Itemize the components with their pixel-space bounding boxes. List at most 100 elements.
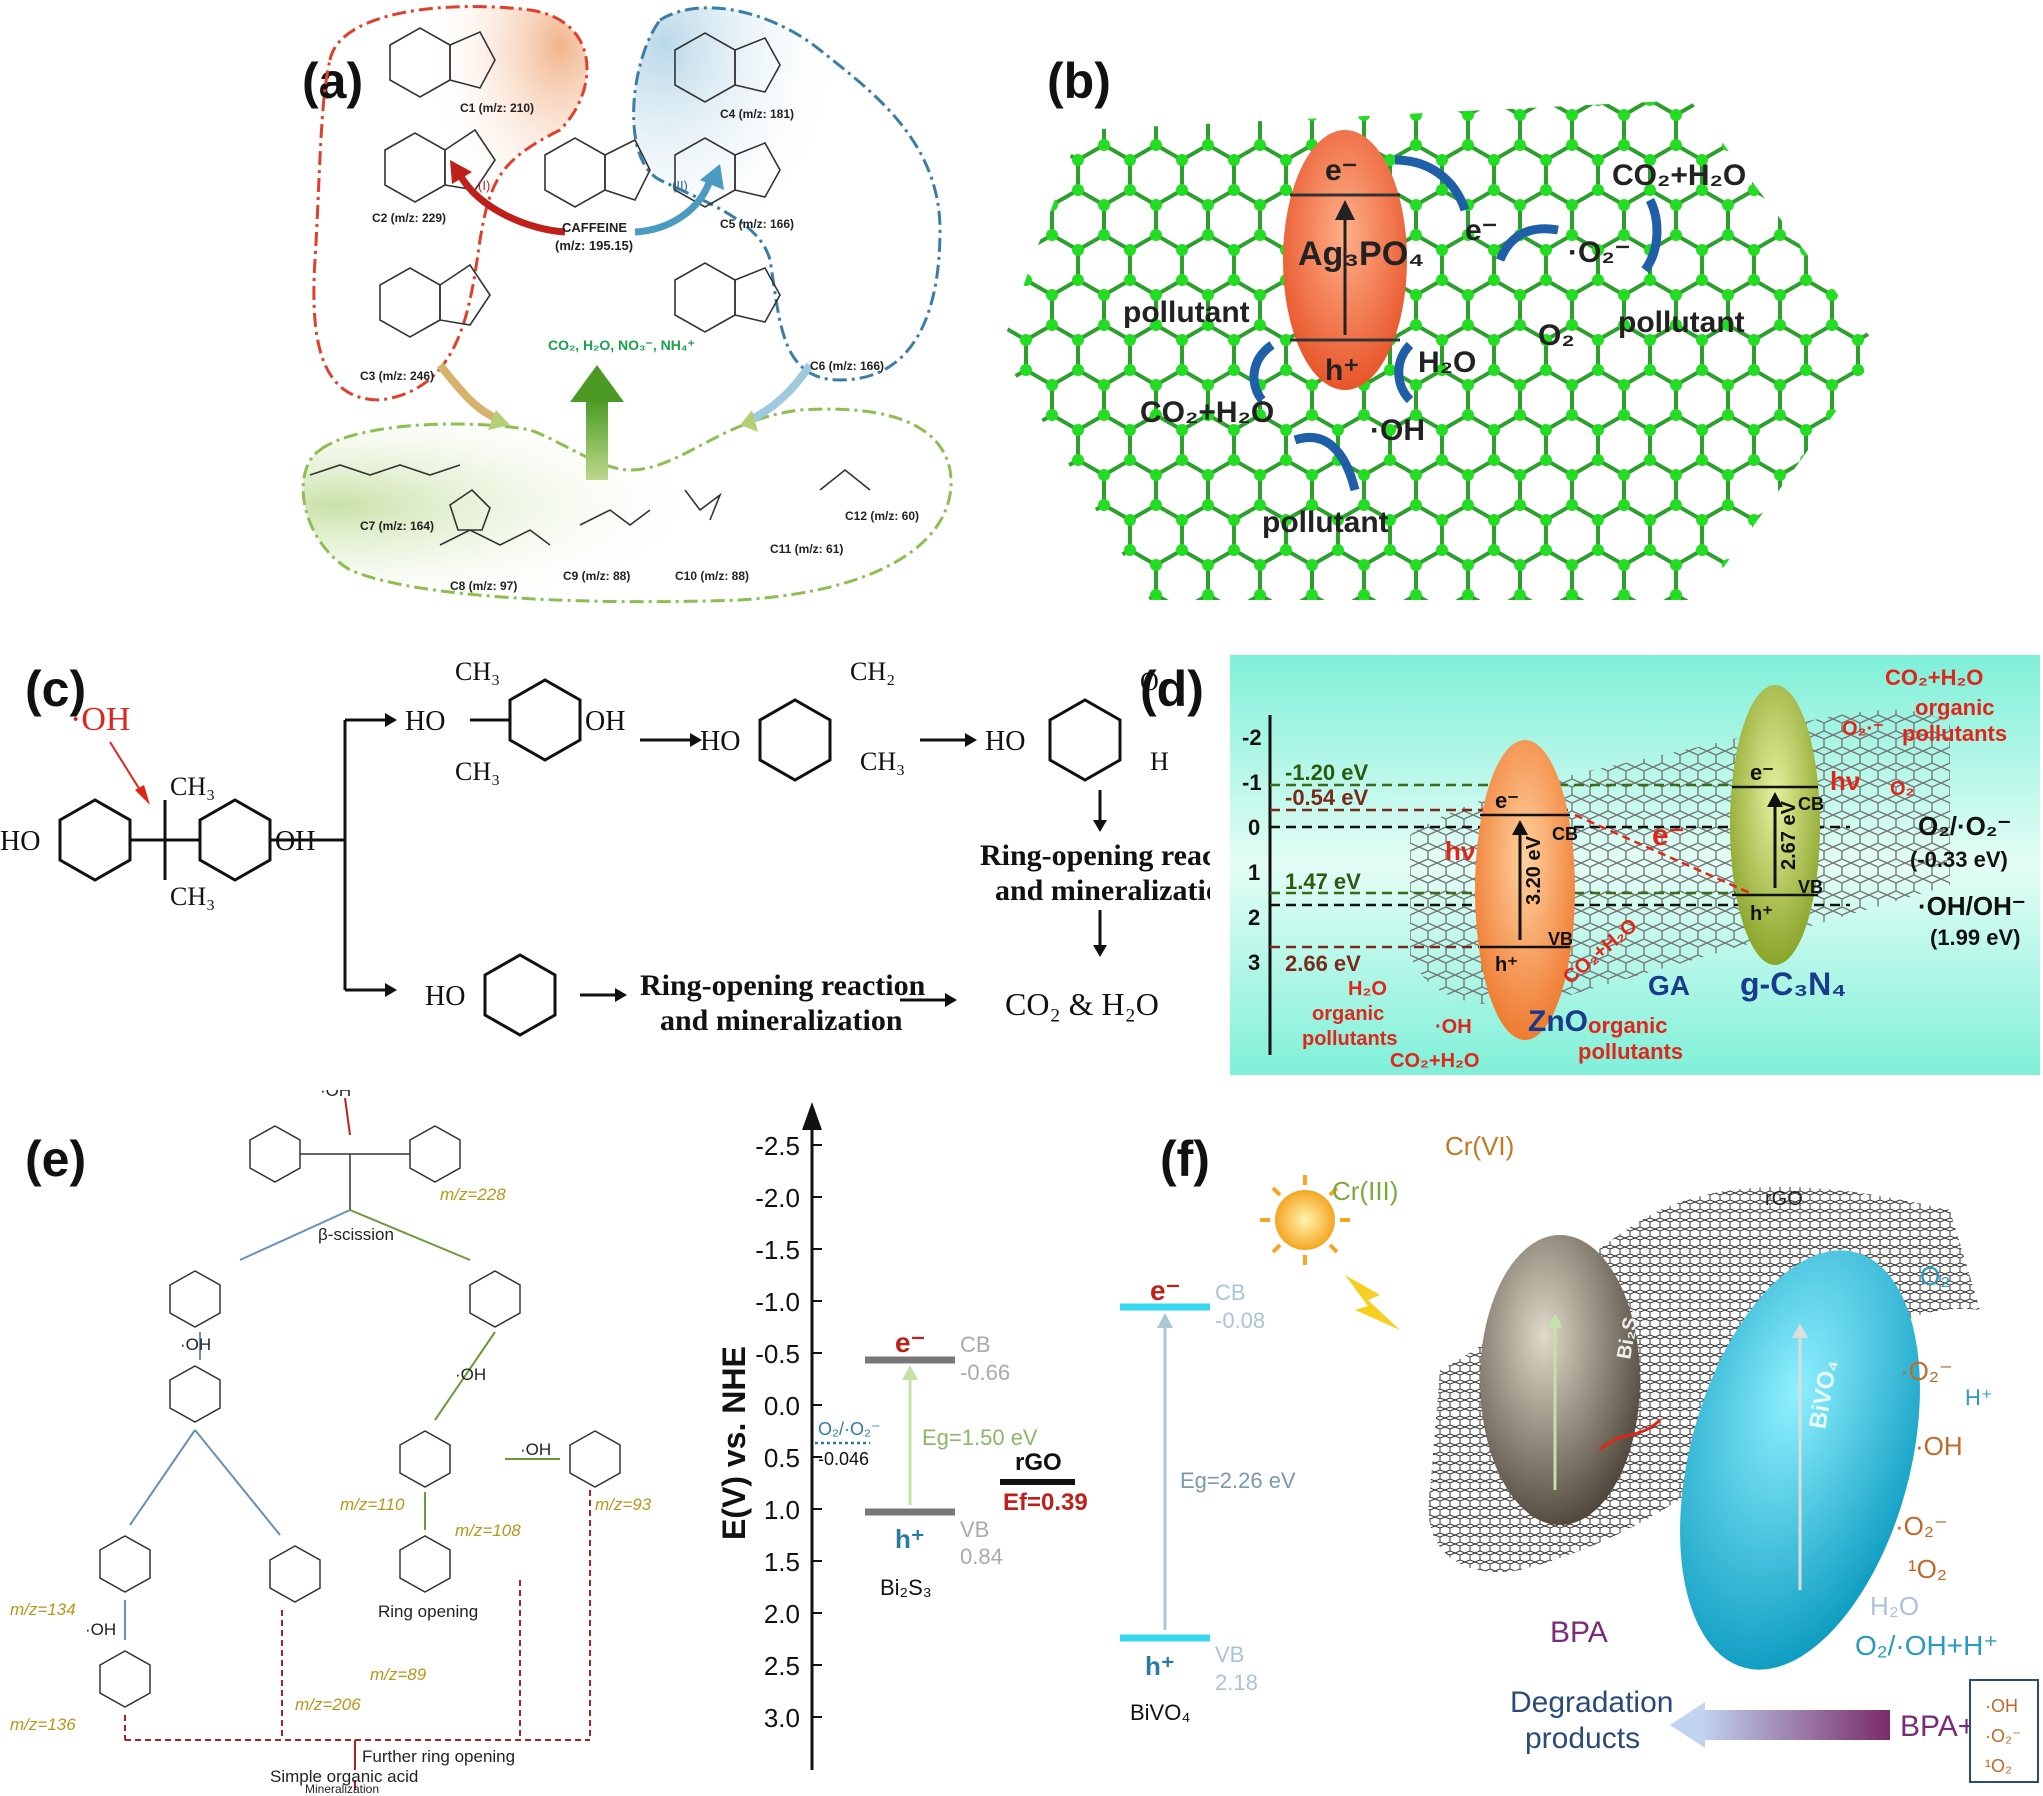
compound-c7: C7 (m/z: 164) xyxy=(360,519,434,533)
e-oh-mid1: ·OH xyxy=(180,1335,211,1354)
d-organic-left: organic xyxy=(1312,1003,1384,1025)
f-cb-label: CB xyxy=(1215,1280,1246,1305)
sun-icon xyxy=(1275,1190,1335,1250)
panel-label-b: (b) xyxy=(1047,53,1111,109)
e-mz-136: m/z=136 xyxy=(10,1715,76,1734)
d-pollutants-right: pollutants xyxy=(1578,1039,1683,1064)
d-zno-cb: CB xyxy=(1552,824,1578,844)
compound-c1: C1 (m/z: 210) xyxy=(460,101,534,115)
f-superoxide: ·O₂⁻ xyxy=(1900,1356,1953,1386)
e-tick-label: 2.0 xyxy=(764,1599,800,1629)
d-co2h2o-bottom: CO₂+H₂O xyxy=(1390,1050,1479,1072)
d-interfacial-electron: e⁻ xyxy=(1652,819,1685,852)
svg-text:CH₃: CH₃ xyxy=(170,882,215,911)
e-tick-label: -1.0 xyxy=(755,1287,800,1317)
d-gcn-electron: e⁻ xyxy=(1750,760,1774,785)
compound-c5: C5 (m/z: 166) xyxy=(720,217,794,231)
e-o2-couple: O₂/·O₂⁻ xyxy=(818,1419,880,1439)
svg-text:H: H xyxy=(1150,747,1169,776)
d-level-2: -0.54 eV xyxy=(1285,785,1368,810)
e-rgo-label: rGO xyxy=(1015,1449,1062,1476)
panel-f-bivo4-bi2s3: e⁻ h⁺ CB -0.08 VB 2.18 Eg=2.26 eV BiVO₄ … xyxy=(1120,1131,2039,1783)
e-oh-mid3: ·OH xyxy=(520,1440,551,1459)
svg-text:CH₃: CH₃ xyxy=(455,757,500,786)
e-beta-scission: β-scission xyxy=(318,1225,394,1244)
panel-b-ag3po4-graphene: Ag₃PO₄ e⁻ h⁺ e⁻ ·O₂⁻ O₂ CO₂+H₂O pollutan… xyxy=(1000,100,1880,600)
f-hole: h⁺ xyxy=(1145,1651,1175,1681)
region-route-ii xyxy=(632,6,942,382)
d-gcn-hole: h⁺ xyxy=(1750,903,1773,925)
e-cb-label: CB xyxy=(960,1332,991,1357)
d-tick-1: 1 xyxy=(1248,860,1260,885)
b-co2h2o-left: CO₂+H₂O xyxy=(1140,396,1274,429)
svg-text:OH: OH xyxy=(275,826,315,857)
route-i-label: (I) xyxy=(478,178,490,193)
d-level-1: -1.20 eV xyxy=(1285,760,1368,785)
f-radical-box xyxy=(1969,1679,2039,1783)
f-degradation-arrow xyxy=(1700,1710,1890,1740)
compound-c2: C2 (m/z: 229) xyxy=(372,211,446,225)
d-gcn-label: g-C₃N₄ xyxy=(1740,966,1846,1002)
compound-c4: C4 (m/z: 181) xyxy=(720,107,794,121)
svg-text:O: O xyxy=(1140,667,1159,696)
d-zno-hole: h⁺ xyxy=(1495,954,1518,976)
d-gcn-gap: 2.67 eV xyxy=(1778,800,1800,870)
e-mz-206: m/z=206 xyxy=(295,1695,361,1714)
e-tick-label: -1.5 xyxy=(755,1235,800,1265)
e-vb-value: 0.84 xyxy=(960,1544,1003,1569)
panel-d-zno-gcn-ga: -2 -1 0 1 2 3 -1.20 eV -0.54 eV 1.47 eV … xyxy=(1230,655,2040,1075)
b-superoxide: ·O₂⁻ xyxy=(1568,236,1631,269)
d-gcn-vb: VB xyxy=(1798,877,1823,897)
compound-c8: C8 (m/z: 97) xyxy=(450,579,517,593)
f-electron: e⁻ xyxy=(1150,1275,1180,1306)
d-o2-couple: O₂/·O₂⁻ xyxy=(1918,811,2011,841)
catalyst-label: Ag₃PO₄ xyxy=(1298,235,1424,273)
caffeine-name: CAFFEINE xyxy=(562,220,627,235)
panel-e-bpa-bi2s3: ·OH β-scission ·OH ·OH ·OH ·OH m/z=228 m… xyxy=(10,1090,1088,1790)
e-electron: e⁻ xyxy=(895,1327,925,1358)
svg-text:HO: HO xyxy=(0,826,40,857)
e-ring-opening: Ring opening xyxy=(378,1602,478,1621)
e-mz-93: m/z=93 xyxy=(595,1495,652,1514)
f-rgo-label: rGO xyxy=(1765,1188,1803,1210)
b-co2h2o-top: CO₂+H₂O xyxy=(1612,159,1746,192)
panel-a-caffeine-pathway: (I) (II) CAFFEINE (m/z: 195.15) CO₂, H₂O… xyxy=(301,5,953,604)
e-fermi-level: Ef=0.39 xyxy=(1003,1489,1088,1516)
f-oxygen: O₂ xyxy=(1920,1261,1950,1291)
d-ga-label: GA xyxy=(1648,970,1690,1001)
e-tick-label: 0.0 xyxy=(764,1391,800,1421)
c-ring-opening-top-1: Ring-opening reaction xyxy=(980,839,1210,872)
b-pollutant-left: pollutant xyxy=(1123,296,1250,329)
route-ii-label: (II) xyxy=(672,178,688,193)
f-water: H₂O xyxy=(1870,1591,1919,1621)
c-ring-opening-bottom-1: Ring-opening reaction xyxy=(640,969,926,1002)
d-tick-2: 2 xyxy=(1248,905,1260,930)
panel-label-f: (f) xyxy=(1160,1131,1210,1187)
lightning-icon xyxy=(1345,1275,1400,1330)
f-degradation: Degradation xyxy=(1510,1686,1673,1719)
e-material: Bi₂S₃ xyxy=(880,1575,932,1600)
d-pollutants-left: pollutants xyxy=(1302,1028,1398,1050)
d-gcn-cb: CB xyxy=(1798,794,1824,814)
e-mz-228: m/z=228 xyxy=(440,1185,506,1204)
e-tick-label: 1.5 xyxy=(764,1547,800,1577)
panel-c-bpa-pathway: ·OH HO OH CH₃ CH₃ HO CH₃ CH₃ OH HO CH₂ C… xyxy=(0,657,1210,1037)
e-energy-ticks: -2.5-2.0-1.5-1.0-0.50.00.51.01.52.02.53.… xyxy=(755,1131,822,1733)
e-vb-label: VB xyxy=(960,1517,989,1542)
d-zno-vb: VB xyxy=(1548,929,1573,949)
e-cb-value: -0.66 xyxy=(960,1360,1010,1385)
e-simple-acid: Simple organic acid xyxy=(270,1767,418,1786)
region-route-i xyxy=(312,5,589,402)
d-water: H₂O xyxy=(1348,978,1387,1000)
c-hydroxyl-radical: ·OH xyxy=(70,701,130,738)
caffeine-mz: (m/z: 195.15) xyxy=(555,238,633,253)
e-tick-label: 0.5 xyxy=(764,1443,800,1473)
f-bpa-plus: BPA+ xyxy=(1900,1710,1975,1743)
d-tick-3: 3 xyxy=(1248,950,1260,975)
d-zno-electron: e⁻ xyxy=(1495,788,1519,813)
f-vb-value: 2.18 xyxy=(1215,1670,1258,1695)
e-mineralization: Mineralization xyxy=(305,1782,380,1796)
e-mz-89: m/z=89 xyxy=(370,1665,427,1684)
d-organic-top: organic xyxy=(1915,695,1994,720)
f-products: products xyxy=(1525,1722,1640,1755)
